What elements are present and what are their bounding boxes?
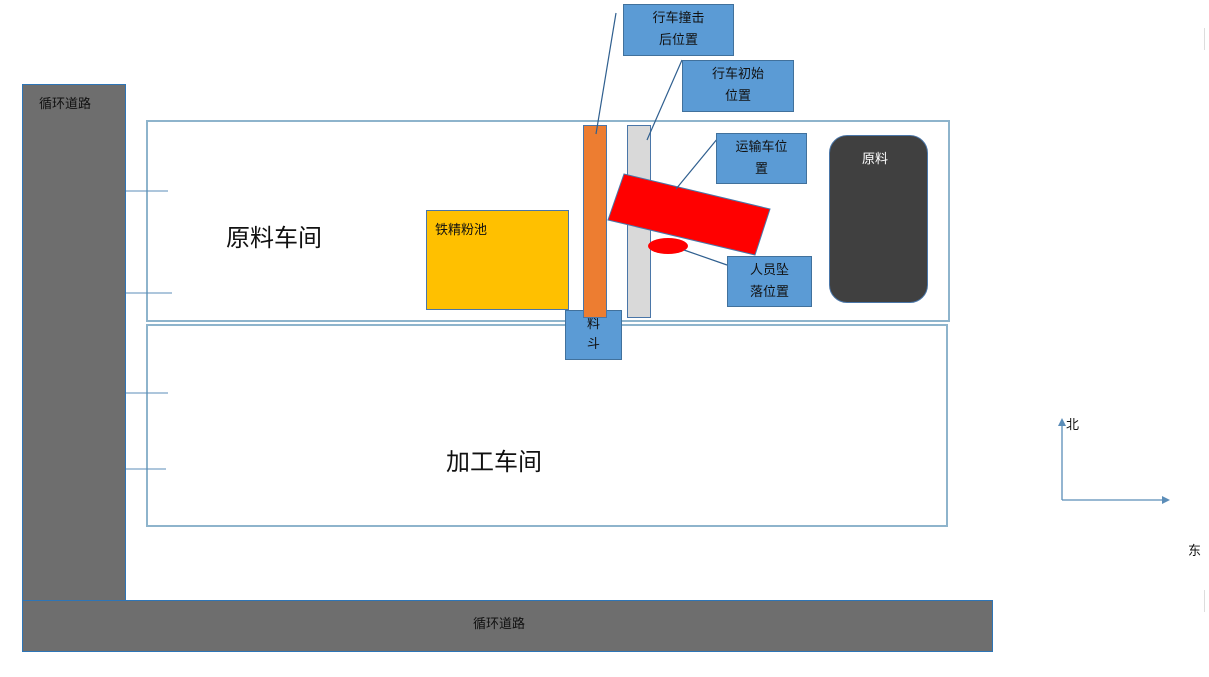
leader-truck: [675, 137, 719, 190]
edge-mark: [1204, 28, 1205, 50]
callout-truck-position: 运输车位 置: [716, 133, 807, 184]
vertical-circulation-road: 循环道路: [22, 84, 126, 602]
leader-crane-after: [595, 12, 617, 135]
callout-crane-initial-line2: 位置: [724, 89, 751, 104]
hopper-label-line2: 斗: [586, 337, 600, 352]
leader-crane-initial: [646, 59, 683, 141]
callout-personnel-fall: 人员坠 落位置: [727, 256, 812, 307]
compass-east-arrowhead: [1162, 496, 1170, 504]
hopper-label-line1: 料: [586, 317, 600, 332]
callout-truck-line1: 运输车位: [735, 140, 788, 155]
iron-concentrate-pool: 铁精粉池: [426, 210, 569, 310]
processing-workshop: [146, 324, 948, 527]
processing-workshop-label: 加工车间: [446, 448, 542, 476]
personnel-fall-point: [648, 238, 688, 254]
compass-north-arrowhead: [1058, 418, 1066, 426]
callout-fall-line2: 落位置: [749, 285, 789, 300]
raw-material-pile: 原料: [829, 135, 928, 303]
hopper: 料 斗: [565, 310, 622, 360]
compass-east-label: 东: [1188, 544, 1202, 559]
leader-fall: [683, 249, 728, 266]
vertical-road-label: 循环道路: [39, 97, 92, 112]
edge-mark: [1204, 590, 1205, 612]
iron-concentrate-pool-label: 铁精粉池: [435, 223, 488, 238]
horizontal-circulation-road: 循环道路: [22, 600, 993, 652]
callout-crane-after-line2: 后位置: [658, 33, 698, 48]
crane-after-impact-position: [583, 125, 607, 318]
transport-truck-position: [607, 173, 771, 256]
callout-crane-initial-line1: 行车初始: [711, 67, 764, 82]
horizontal-road-label: 循环道路: [473, 617, 526, 632]
compass-north-label: 北: [1066, 418, 1080, 433]
callout-crane-initial: 行车初始 位置: [682, 60, 794, 112]
callout-fall-line1: 人员坠: [749, 263, 789, 278]
raw-material-workshop-label: 原料车间: [226, 224, 322, 252]
raw-material-label: 原料: [862, 152, 889, 167]
callout-truck-line2: 置: [754, 162, 768, 177]
callout-crane-after-line1: 行车撞击: [652, 11, 705, 26]
callout-crane-after-impact: 行车撞击 后位置: [623, 4, 734, 56]
